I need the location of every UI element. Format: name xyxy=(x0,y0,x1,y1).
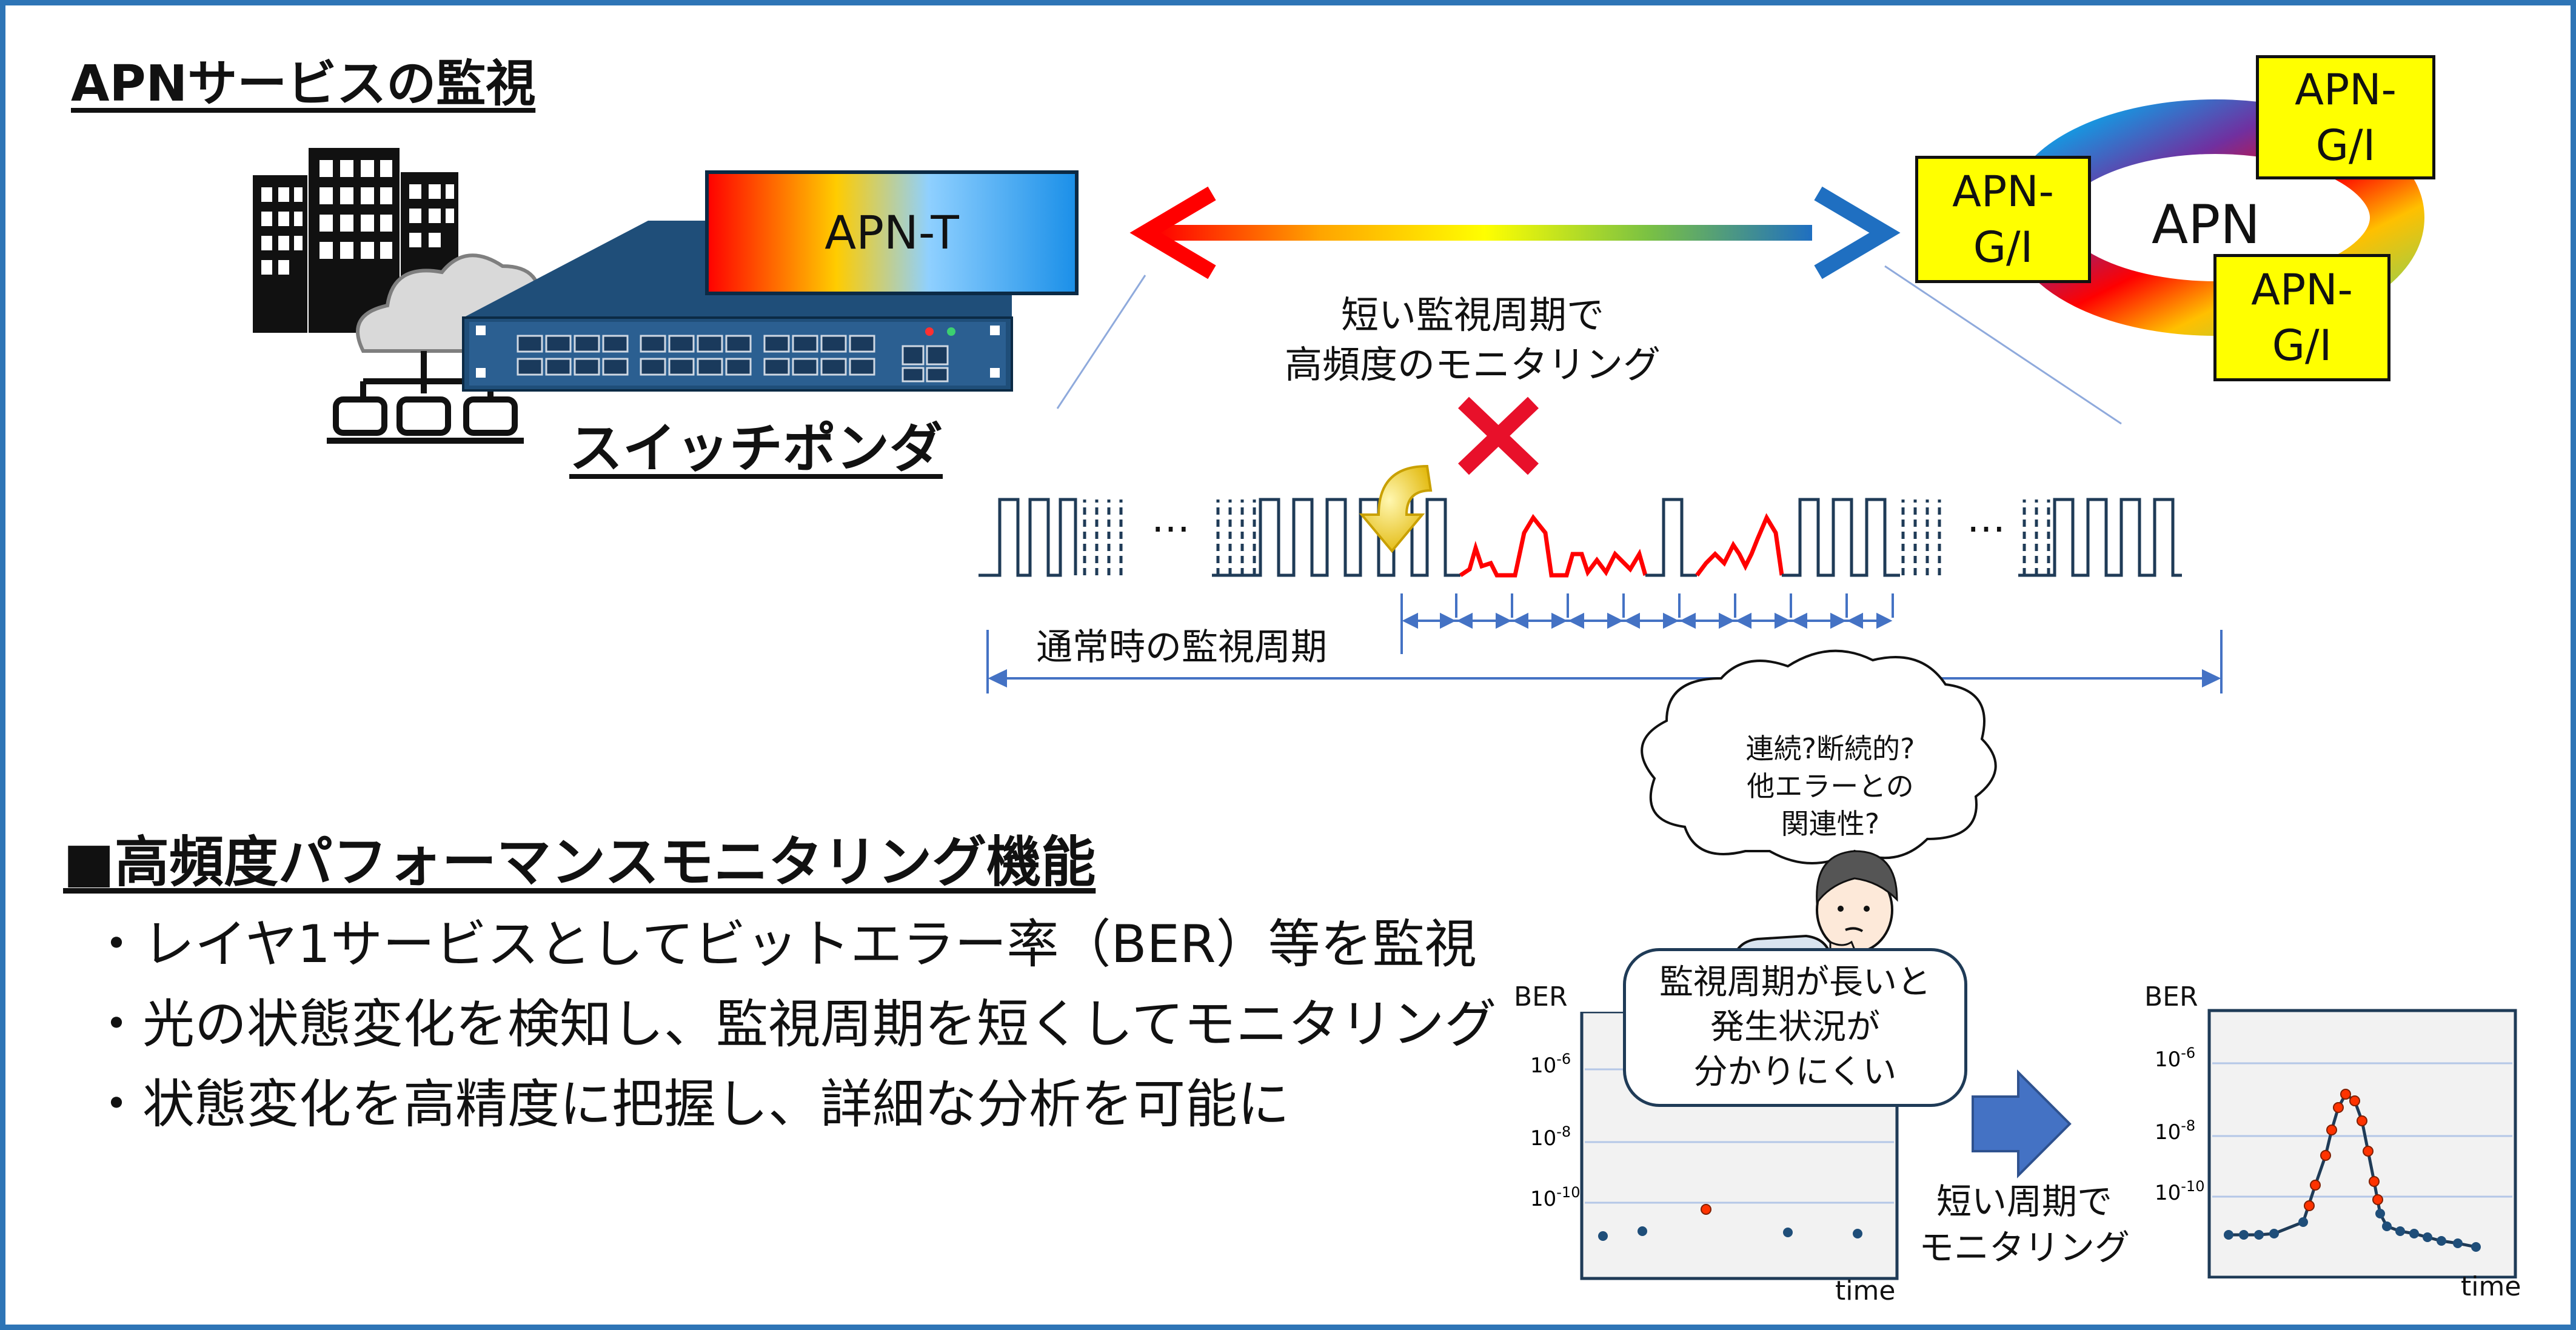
ber-chart-short-period: 10-6 10-8 10-10 xyxy=(2155,1009,2517,1278)
normal-period-label: 通常時の監視周期 xyxy=(1036,626,1327,669)
waveform-ellipsis-left: … xyxy=(1151,496,1190,541)
apn-gi-box-left: APN- G/I xyxy=(1915,156,2091,283)
data-point-error xyxy=(2320,1150,2331,1161)
y-tick-label: 10-6 xyxy=(2155,1044,2195,1072)
bullet-item: ・光の状態変化を検知し、監視周期を短くしてモニタリング xyxy=(90,994,1497,1055)
data-point xyxy=(1853,1229,1862,1238)
data-point-error xyxy=(2357,1115,2367,1126)
data-point-error xyxy=(2349,1095,2360,1106)
data-point-error xyxy=(2363,1146,2374,1157)
data-point xyxy=(1598,1231,1608,1241)
chart-right-xlabel: time xyxy=(2461,1271,2521,1302)
zoom-guide-lines xyxy=(1056,265,2122,425)
data-point xyxy=(2395,1226,2405,1236)
apn-t-box xyxy=(705,170,1079,295)
data-point xyxy=(2471,1242,2481,1252)
data-point xyxy=(2437,1236,2446,1246)
data-point xyxy=(1783,1228,1793,1237)
speech-bubble: 監視周期が長いと 発生状況が 分かりにくい xyxy=(1623,948,1967,1107)
chart-left-xlabel: time xyxy=(1835,1275,1896,1306)
data-point-error xyxy=(2310,1180,2321,1191)
building-icon xyxy=(253,148,458,333)
data-point xyxy=(2239,1230,2249,1240)
data-point xyxy=(2453,1238,2463,1248)
chart-left-ylabel: BER xyxy=(1514,981,1568,1012)
data-point xyxy=(2298,1217,2308,1227)
data-point-error xyxy=(2326,1124,2337,1135)
connection-arrow xyxy=(1129,186,1901,279)
apn-label: APN xyxy=(2152,193,2261,256)
y-tick-label: 10-10 xyxy=(1530,1184,1580,1211)
data-point xyxy=(2375,1209,2385,1218)
data-point xyxy=(2423,1232,2432,1242)
cross-mark-icon xyxy=(1458,396,1539,475)
arrow-caption: 短い周期で モニタリング xyxy=(1918,1181,2130,1268)
block-arrow xyxy=(1972,1069,2072,1178)
terminal-icons xyxy=(327,351,524,444)
detection-arrow-icon xyxy=(1359,464,1433,553)
thought-bubble-text: 連続?断続的? 他エラーとの 関連性? xyxy=(1745,732,1915,840)
data-point-error xyxy=(2304,1200,2315,1211)
diagram-illustration xyxy=(253,99,2424,1178)
y-tick-label: 10-8 xyxy=(1530,1123,1571,1151)
normal-period-arrow xyxy=(986,630,2223,693)
y-tick-label: 10-10 xyxy=(2155,1178,2204,1205)
apn-gi-box-top: APN- G/I xyxy=(2256,55,2435,179)
data-point-error xyxy=(2372,1194,2383,1205)
data-point xyxy=(2409,1229,2419,1238)
apn-t-label: APN-T xyxy=(825,206,959,259)
page-title: APNサービスの監視 xyxy=(71,55,536,113)
bullet-item: ・レイヤ1サービスとしてビットエラー率（BER）等を監視 xyxy=(90,914,1477,975)
y-tick-label: 10-6 xyxy=(1530,1051,1571,1078)
short-monitoring-note: 短い監視周期で 高頻度のモニタリング xyxy=(1284,293,1661,387)
data-point-error xyxy=(1701,1204,1711,1215)
data-point xyxy=(2382,1221,2392,1231)
y-tick-label: 10-8 xyxy=(2155,1117,2195,1145)
section-heading: ■高頻度パフォーマンスモニタリング機能 xyxy=(63,830,1096,894)
switch-label: スイッチポンダ xyxy=(569,417,943,480)
chart-right-ylabel: BER xyxy=(2144,981,2198,1012)
data-point xyxy=(2269,1229,2279,1238)
data-point-error xyxy=(2340,1089,2351,1100)
ber-line xyxy=(2229,1092,2477,1249)
data-point xyxy=(2254,1230,2264,1240)
data-point xyxy=(1638,1226,1647,1236)
apn-gi-box-bottom: APN- G/I xyxy=(2213,254,2390,381)
thought-cloud xyxy=(1641,649,1997,864)
data-point xyxy=(2224,1230,2233,1240)
data-point-error xyxy=(2333,1102,2344,1113)
waveform-ellipsis-right: … xyxy=(1967,496,2006,541)
signal-waveform xyxy=(979,498,2182,578)
data-point-error xyxy=(2369,1176,2380,1187)
bullet-item: ・状態変化を高精度に把握し、詳細な分析を可能に xyxy=(90,1074,1290,1135)
short-period-arrows xyxy=(1400,593,1894,654)
